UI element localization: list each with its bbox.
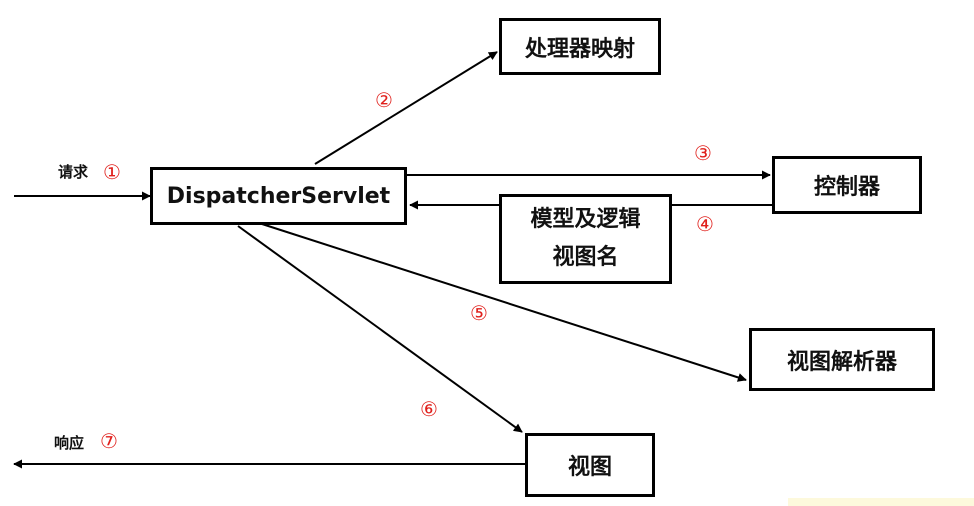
view-label: 视图 — [567, 455, 612, 480]
step-7: ⑦ — [100, 429, 118, 453]
handler-mapping-node: 处理器映射 — [499, 18, 661, 75]
controller-label: 控制器 — [813, 175, 880, 200]
corner-highlight — [788, 498, 974, 506]
step-3: ③ — [694, 141, 712, 165]
response-label: 响应 — [54, 434, 85, 452]
view-resolver-label: 视图解析器 — [786, 349, 897, 375]
arrow-to-view-resolver — [261, 223, 747, 382]
step-4: ④ — [696, 212, 714, 236]
step-6: ⑥ — [420, 397, 438, 421]
arrow-to-handler-mapping — [314, 51, 498, 165]
arrow-to-view — [237, 225, 523, 433]
view-resolver-node: 视图解析器 — [749, 328, 935, 391]
view-node: 视图 — [525, 433, 655, 497]
dispatcher-servlet-node: DispatcherServlet — [150, 167, 407, 225]
model-view-line-2: 视图名 — [552, 245, 619, 270]
step-5: ⑤ — [470, 301, 488, 325]
handler-mapping-label: 处理器映射 — [524, 36, 635, 62]
step-1: ① — [103, 160, 121, 184]
request-label: 请求 — [58, 163, 89, 181]
step-2: ② — [375, 88, 393, 112]
model-view-name-node: 模型及逻辑 视图名 — [499, 194, 672, 284]
model-view-line-1: 模型及逻辑 — [530, 207, 641, 232]
controller-node: 控制器 — [772, 156, 922, 214]
dispatcher-servlet-label: DispatcherServlet — [166, 183, 391, 209]
